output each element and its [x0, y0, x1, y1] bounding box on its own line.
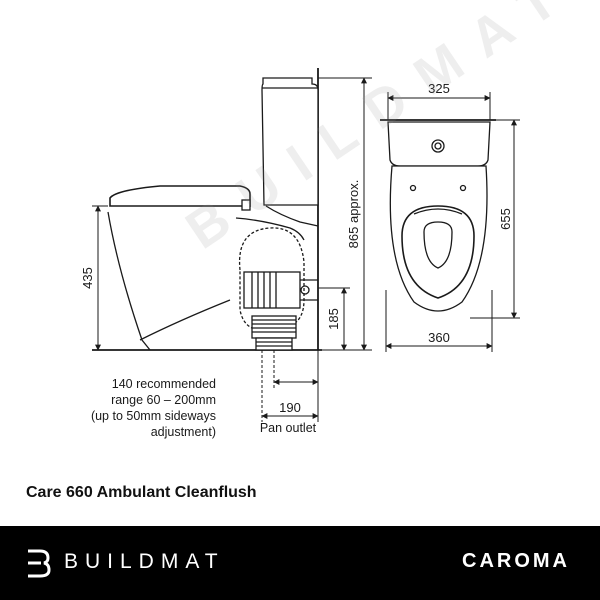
side-view [92, 68, 322, 351]
pan-outlet-label: Pan outlet [260, 421, 317, 435]
dim-seat-height: 435 [80, 267, 95, 289]
caroma-brand-text: CAROMA [462, 550, 570, 572]
svg-text:140 recommended: 140 recommended [112, 377, 216, 391]
floor-pipe [251, 315, 297, 351]
pan-top [389, 165, 488, 312]
top-view [380, 119, 496, 312]
cistern-top [387, 121, 491, 167]
seat-hinge [241, 199, 251, 211]
dim-cistern-width: 325 [428, 81, 450, 96]
side-dimensions [92, 77, 372, 422]
dim-outlet-height: 185 [326, 308, 341, 330]
buildmat-brand-text: BUILDMAT [64, 550, 225, 573]
bowl-opening [423, 221, 453, 269]
svg-text:adjustment): adjustment) [151, 425, 216, 439]
buildmat-logo-icon [28, 549, 51, 578]
dim-pan-length: 655 [498, 208, 513, 230]
svg-text:(up to 50mm sideways: (up to 50mm sideways [91, 409, 216, 423]
flush-button [431, 139, 445, 153]
svg-text:range 60 – 200mm: range 60 – 200mm [111, 393, 216, 407]
dim-pan-outlet: 190 [279, 400, 301, 415]
pan-back [235, 217, 305, 241]
seat-side [109, 185, 251, 207]
outlet-connector [243, 271, 318, 309]
product-title: Care 660 Ambulant Cleanflush [26, 484, 257, 501]
cistern-side [261, 77, 319, 206]
range-note: 140 recommended range 60 – 200mm (up to … [91, 377, 216, 439]
dim-pan-width: 360 [428, 330, 450, 345]
dim-total-height: 865 approx. [346, 180, 361, 249]
pan-side [107, 205, 319, 351]
seat-top [401, 205, 475, 299]
brand-footer: BUILDMAT CAROMA [0, 526, 600, 600]
top-dimensions [385, 92, 520, 352]
